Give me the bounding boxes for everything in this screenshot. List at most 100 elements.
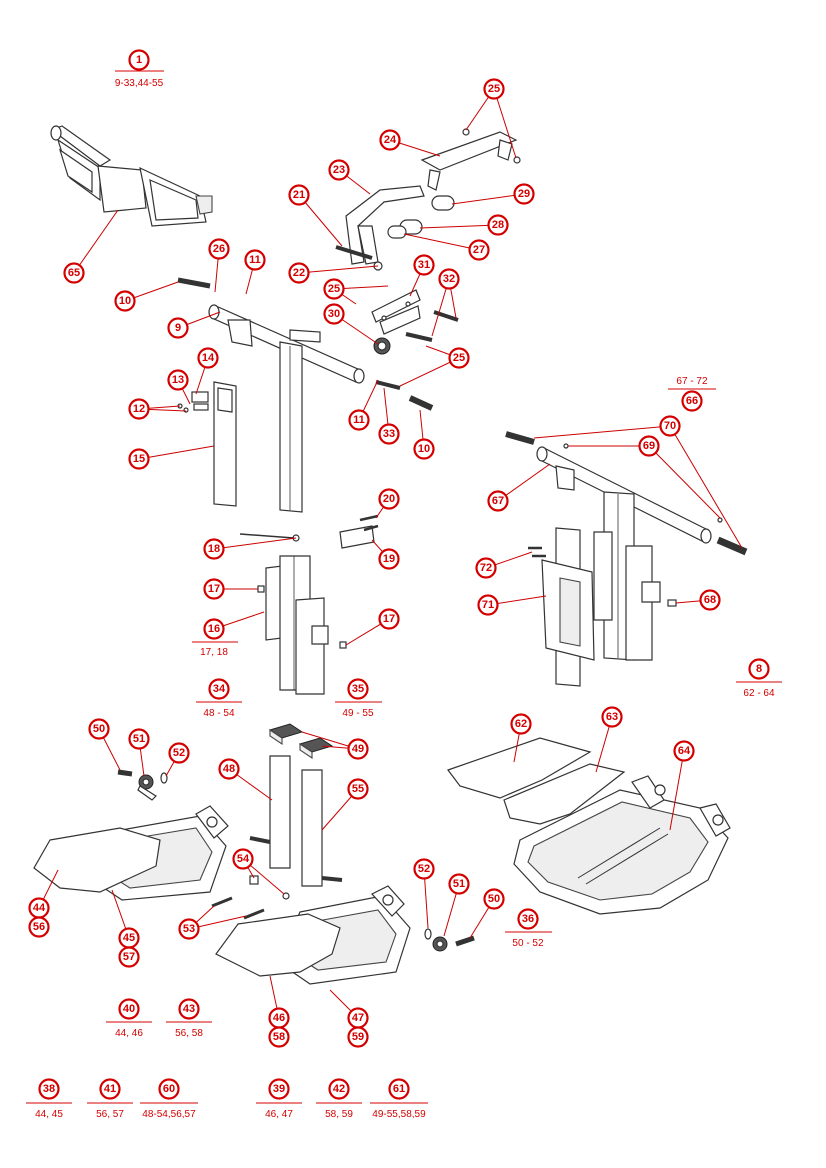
- callout-33: 33: [378, 423, 400, 445]
- callout-18: 18: [203, 538, 225, 560]
- callout-number: 25: [453, 352, 465, 364]
- group-label: 48 - 54: [203, 708, 235, 719]
- callout-17: 17: [203, 578, 225, 600]
- part-bracket-19: [339, 514, 379, 549]
- callout-number: 13: [172, 374, 184, 386]
- callout-61: 61: [388, 1078, 410, 1100]
- callout-29: 29: [513, 183, 535, 205]
- callout-14: 14: [197, 347, 219, 369]
- callout-number: 61: [393, 1083, 405, 1095]
- group-label: 48-54,56,57: [142, 1109, 196, 1120]
- callout-50: 50: [88, 718, 110, 740]
- callout-49: 49: [347, 738, 369, 760]
- part-crossbar-9: [208, 304, 365, 513]
- callout-circle: [681, 390, 703, 412]
- callout-number: 63: [606, 711, 618, 723]
- callout-circle: [468, 239, 490, 261]
- callout-circle: [118, 946, 140, 968]
- callout-number: 54: [237, 853, 250, 865]
- callout-43: 43: [178, 998, 200, 1020]
- callout-circle: [477, 594, 499, 616]
- callout-number: 31: [418, 259, 430, 271]
- callout-circle: [114, 290, 136, 312]
- part-bolts-10: [177, 277, 434, 411]
- callout-24: 24: [379, 129, 401, 151]
- callout-number: 17: [383, 613, 395, 625]
- callout-70: 70: [659, 415, 681, 437]
- callout-circle: [378, 548, 400, 570]
- part-cushion-46: [215, 913, 341, 977]
- callout-13: 13: [167, 369, 189, 391]
- callout-circle: [28, 916, 50, 938]
- part-backrest-frame: [50, 125, 213, 227]
- callout-circle: [323, 278, 345, 300]
- part-plate-31: [371, 289, 421, 335]
- callout-number: 22: [293, 267, 305, 279]
- callout-number: 15: [133, 453, 145, 465]
- callout-circle: [378, 488, 400, 510]
- callout-31: 31: [413, 254, 435, 276]
- callout-number: 33: [383, 428, 395, 440]
- callout-circle: [168, 742, 190, 764]
- callout-number: 72: [480, 562, 492, 574]
- callout-number: 69: [643, 440, 655, 452]
- callout-circle: [348, 409, 370, 431]
- callout-circle: [218, 758, 240, 780]
- callout-10: 10: [114, 290, 136, 312]
- callout-60: 60: [158, 1078, 180, 1100]
- callout-50: 50: [483, 888, 505, 910]
- group-label: 56, 58: [175, 1028, 203, 1039]
- callout-52: 52: [413, 858, 435, 880]
- callout-circle: [178, 998, 200, 1020]
- callout-circle: [118, 998, 140, 1020]
- callout-number: 11: [353, 414, 365, 426]
- callout-number: 64: [678, 745, 691, 757]
- callout-circle: [659, 415, 681, 437]
- callout-number: 14: [202, 352, 215, 364]
- callout-23: 23: [328, 159, 350, 181]
- callout-41: 41: [99, 1078, 121, 1100]
- callout-68: 68: [699, 589, 721, 611]
- callout-52: 52: [168, 742, 190, 764]
- callout-57: 57: [118, 946, 140, 968]
- callout-circle: [268, 1078, 290, 1100]
- callout-circle: [203, 578, 225, 600]
- part-cushion-44: [33, 827, 161, 893]
- callout-circle: [378, 608, 400, 630]
- group-label: 62 - 64: [743, 688, 775, 699]
- callout-circle: [438, 268, 460, 290]
- callout-circle: [328, 1078, 350, 1100]
- callout-number: 35: [352, 683, 364, 695]
- callout-45: 45: [118, 927, 140, 949]
- callout-16: 16: [203, 618, 225, 640]
- callout-number: 65: [68, 267, 80, 279]
- callout-number: 12: [133, 403, 145, 415]
- callout-number: 24: [384, 134, 397, 146]
- callout-number: 40: [123, 1003, 135, 1015]
- group-label: 58, 59: [325, 1109, 353, 1120]
- group-label: 9-33,44-55: [115, 78, 164, 89]
- callout-27: 27: [468, 239, 490, 261]
- callout-46: 46: [268, 1007, 290, 1029]
- callout-circle: [158, 1078, 180, 1100]
- callout-circle: [483, 78, 505, 100]
- callout-number: 47: [352, 1012, 364, 1024]
- callout-circle: [38, 1078, 60, 1100]
- callout-44: 44: [28, 897, 50, 919]
- callout-circle: [347, 778, 369, 800]
- callout-bubbles: 1252423292128276526112231322510930251413…: [28, 49, 770, 1100]
- callout-number: 16: [208, 623, 220, 635]
- callout-number: 19: [383, 553, 395, 565]
- group-label: 49 - 55: [342, 708, 374, 719]
- callout-number: 51: [133, 733, 145, 745]
- callout-40: 40: [118, 998, 140, 1020]
- callout-number: 18: [208, 543, 220, 555]
- callout-38: 38: [38, 1078, 60, 1100]
- callout-number: 27: [473, 244, 485, 256]
- callout-circle: [347, 1026, 369, 1048]
- callout-26: 26: [208, 238, 230, 260]
- callout-number: 52: [418, 863, 430, 875]
- callout-47: 47: [347, 1007, 369, 1029]
- group-label: 49-55,58,59: [372, 1109, 426, 1120]
- callout-circle: [448, 347, 470, 369]
